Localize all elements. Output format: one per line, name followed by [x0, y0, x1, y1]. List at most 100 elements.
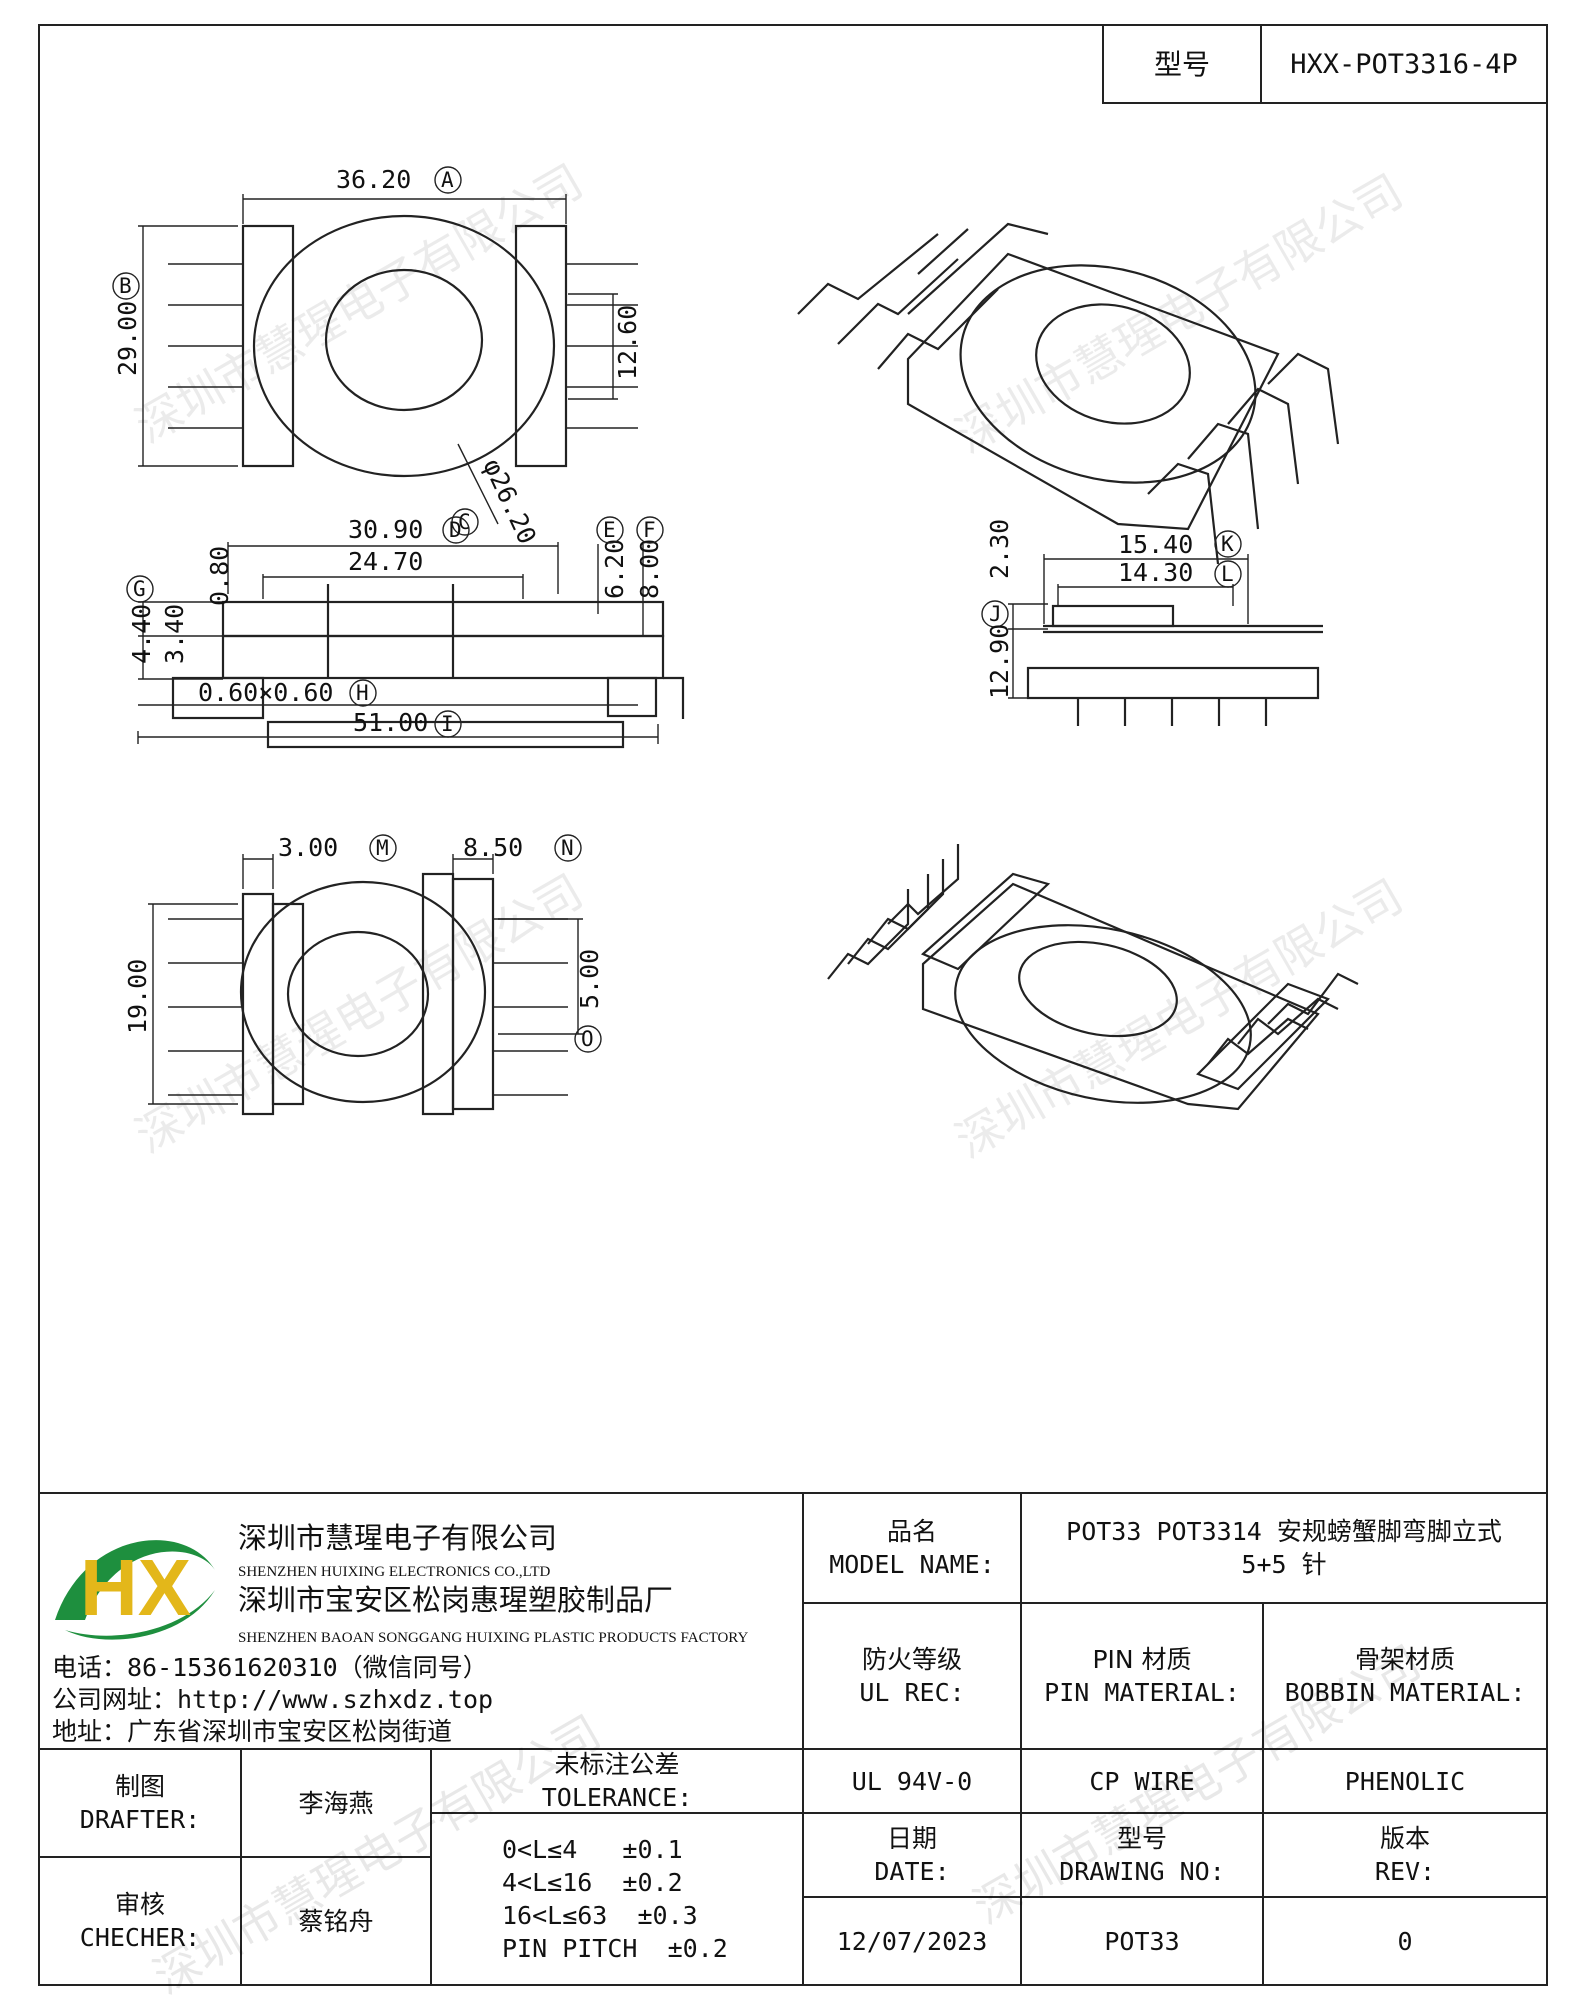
factory-name-cn: 深圳市宝安区松岗惠瑆塑胶制品厂 — [238, 1583, 674, 1617]
fire-label-en: UL REC: — [859, 1678, 965, 1707]
company-name-cn: 深圳市慧瑆电子有限公司 — [238, 1521, 558, 1555]
rev-value: 0 — [1397, 1926, 1413, 1956]
drawing-no-value: POT33 — [1104, 1926, 1180, 1956]
checker-label-cell: 审核 CHECHER: — [38, 1856, 242, 1986]
pin-material-value: CP WIRE — [1089, 1766, 1195, 1796]
bobbin-material-label-cn: 骨架材质 — [1354, 1645, 1455, 1674]
dim-e: 6.20 — [600, 539, 629, 599]
tolerance-label-cell: 未标注公差 TOLERANCE: — [430, 1748, 804, 1814]
letter-h: H — [356, 681, 369, 705]
dim-j-top: 2.30 — [985, 519, 1014, 579]
dim-h: 0.60×0.60 — [198, 678, 333, 707]
dim-j: 12.90 — [985, 624, 1014, 699]
factory-name-en: SHENZHEN BAOAN SONGGANG HUIXING PLASTIC … — [238, 1630, 749, 1646]
checker-label-cn: 审核 — [114, 1890, 165, 1919]
drawing-no-label-en: DRAWING NO: — [1059, 1857, 1225, 1886]
model-label: 型号 — [1153, 47, 1210, 81]
dim-b: 29.00 — [113, 301, 142, 376]
fire-label-cell: 防火等级 UL REC: — [802, 1602, 1022, 1750]
drafter-name: 李海燕 — [298, 1788, 374, 1818]
side-view: 15.40 K 14.30 L 2.30 J 12.90 — [981, 519, 1323, 726]
letter-m: M — [376, 836, 389, 860]
drafter-label-en: DRAFTER: — [79, 1805, 201, 1834]
company-website: 公司网址：http://www.szhxdz.top — [52, 1685, 494, 1714]
dim-height-bottom: 19.00 — [123, 959, 152, 1034]
pin-material-label-en: PIN MATERIAL: — [1044, 1678, 1240, 1707]
dim-g: 4.40 — [127, 604, 156, 664]
letter-e: E — [603, 518, 616, 542]
model-name-label-cell: 品名 MODEL NAME: — [802, 1492, 1022, 1604]
dim-g-inner: 3.40 — [160, 604, 189, 664]
fire-value-cell: UL 94V-0 — [802, 1748, 1022, 1814]
model-value: HXX-POT3316-4P — [1290, 48, 1518, 80]
date-label-en: DATE: — [874, 1857, 950, 1886]
pin-material-label-cn: PIN 材质 — [1092, 1645, 1192, 1674]
dim-a: 36.20 — [336, 165, 411, 194]
dim-pin-span-top: 12.60 — [613, 305, 642, 380]
watermark: 深圳市慧瑆电子有限公司 — [947, 164, 1412, 464]
bobbin-material-label-en: BOBBIN MATERIAL: — [1284, 1678, 1526, 1707]
top-view: 36.20 A 29.00 B 12.60 φ26.20 C — [112, 165, 642, 548]
fire-value: UL 94V-0 — [851, 1766, 973, 1796]
checker-name: 蔡铭舟 — [298, 1906, 374, 1936]
dim-d: 30.90 — [348, 515, 423, 544]
rev-value-cell: 0 — [1262, 1896, 1548, 1986]
rev-label-cell: 版本 REV: — [1262, 1812, 1548, 1898]
dim-f: 8.00 — [635, 539, 664, 599]
bottom-view: 3.00 M 8.50 N 19.00 5.00 O — [123, 833, 604, 1116]
technical-drawing: .ln{fill:none;stroke:#222;stroke-width:2… — [112, 154, 1412, 1169]
letter-i: I — [441, 712, 454, 736]
watermark: 深圳市慧瑆电子有限公司 — [127, 864, 592, 1164]
dim-d-inner: 24.70 — [348, 547, 423, 576]
model-name-value-line2: 5+5 针 — [1241, 1550, 1327, 1579]
isometric-view-upper — [797, 222, 1340, 565]
company-logo: HX — [55, 1540, 215, 1640]
drafter-label-cn: 制图 — [114, 1772, 165, 1801]
checker-label-en: CHECHER: — [79, 1923, 201, 1952]
bobbin-material-value-cell: PHENOLIC — [1262, 1748, 1548, 1814]
dim-k: 15.40 — [1118, 530, 1193, 559]
tolerance-line: 4<L≤16 ±0.2 — [502, 1868, 683, 1897]
dim-n: 8.50 — [463, 833, 523, 862]
rev-label-en: REV: — [1374, 1857, 1436, 1886]
dim-l: 14.30 — [1118, 558, 1193, 587]
fire-label-cn: 防火等级 — [861, 1645, 962, 1674]
dim-m: 3.00 — [278, 833, 338, 862]
letter-a: A — [441, 168, 454, 192]
pin-material-label-cell: PIN 材质 PIN MATERIAL: — [1020, 1602, 1264, 1750]
logo-text: HX — [80, 1543, 191, 1632]
letter-g: G — [133, 577, 146, 601]
model-name-label-en: MODEL NAME: — [829, 1550, 995, 1579]
letter-n: N — [561, 836, 574, 860]
tolerance-line: 16<L≤63 ±0.3 — [502, 1901, 698, 1930]
tolerance-line: 0<L≤4 ±0.1 — [502, 1835, 683, 1864]
letter-f: F — [643, 518, 656, 542]
dim-i: 51.00 — [353, 708, 428, 737]
drawing-no-label-cell: 型号 DRAWING NO: — [1020, 1812, 1264, 1898]
tolerance-label-en: TOLERANCE: — [541, 1783, 693, 1812]
bobbin-material-value: PHENOLIC — [1344, 1766, 1466, 1796]
date-label-cell: 日期 DATE: — [802, 1812, 1022, 1898]
letter-j: J — [989, 602, 1002, 626]
drafter-label-cell: 制图 DRAFTER: — [38, 1748, 242, 1858]
drawing-no-value-cell: POT33 — [1020, 1896, 1264, 1986]
company-name-en: SHENZHEN HUIXING ELECTRONICS CO.,LTD — [238, 1564, 551, 1580]
model-name-value-cell: POT33 POT3314 安规螃蟹脚弯脚立式 5+5 针 — [1020, 1492, 1548, 1604]
tolerance-label-cn: 未标注公差 — [554, 1750, 680, 1779]
model-name-label-cn: 品名 — [886, 1517, 937, 1546]
date-value: 12/07/2023 — [836, 1926, 988, 1956]
company-phone: 电话：86-15361620310（微信同号） — [52, 1653, 488, 1682]
letter-c: C — [458, 510, 471, 534]
letter-d: D — [449, 518, 462, 542]
company-address: 地址：广东省深圳市宝安区松岗街道 — [52, 1717, 453, 1746]
isometric-view-lower — [827, 844, 1359, 1111]
rev-label-cn: 版本 — [1379, 1824, 1430, 1853]
drafter-name-cell: 李海燕 — [240, 1748, 432, 1858]
letter-l: L — [1221, 562, 1234, 586]
pin-material-value-cell: CP WIRE — [1020, 1748, 1264, 1814]
checker-name-cell: 蔡铭舟 — [240, 1856, 432, 1986]
date-label-cn: 日期 — [886, 1824, 937, 1853]
letter-k: K — [1221, 532, 1234, 556]
date-value-cell: 12/07/2023 — [802, 1896, 1022, 1986]
model-value-cell: HXX-POT3316-4P — [1260, 24, 1548, 104]
